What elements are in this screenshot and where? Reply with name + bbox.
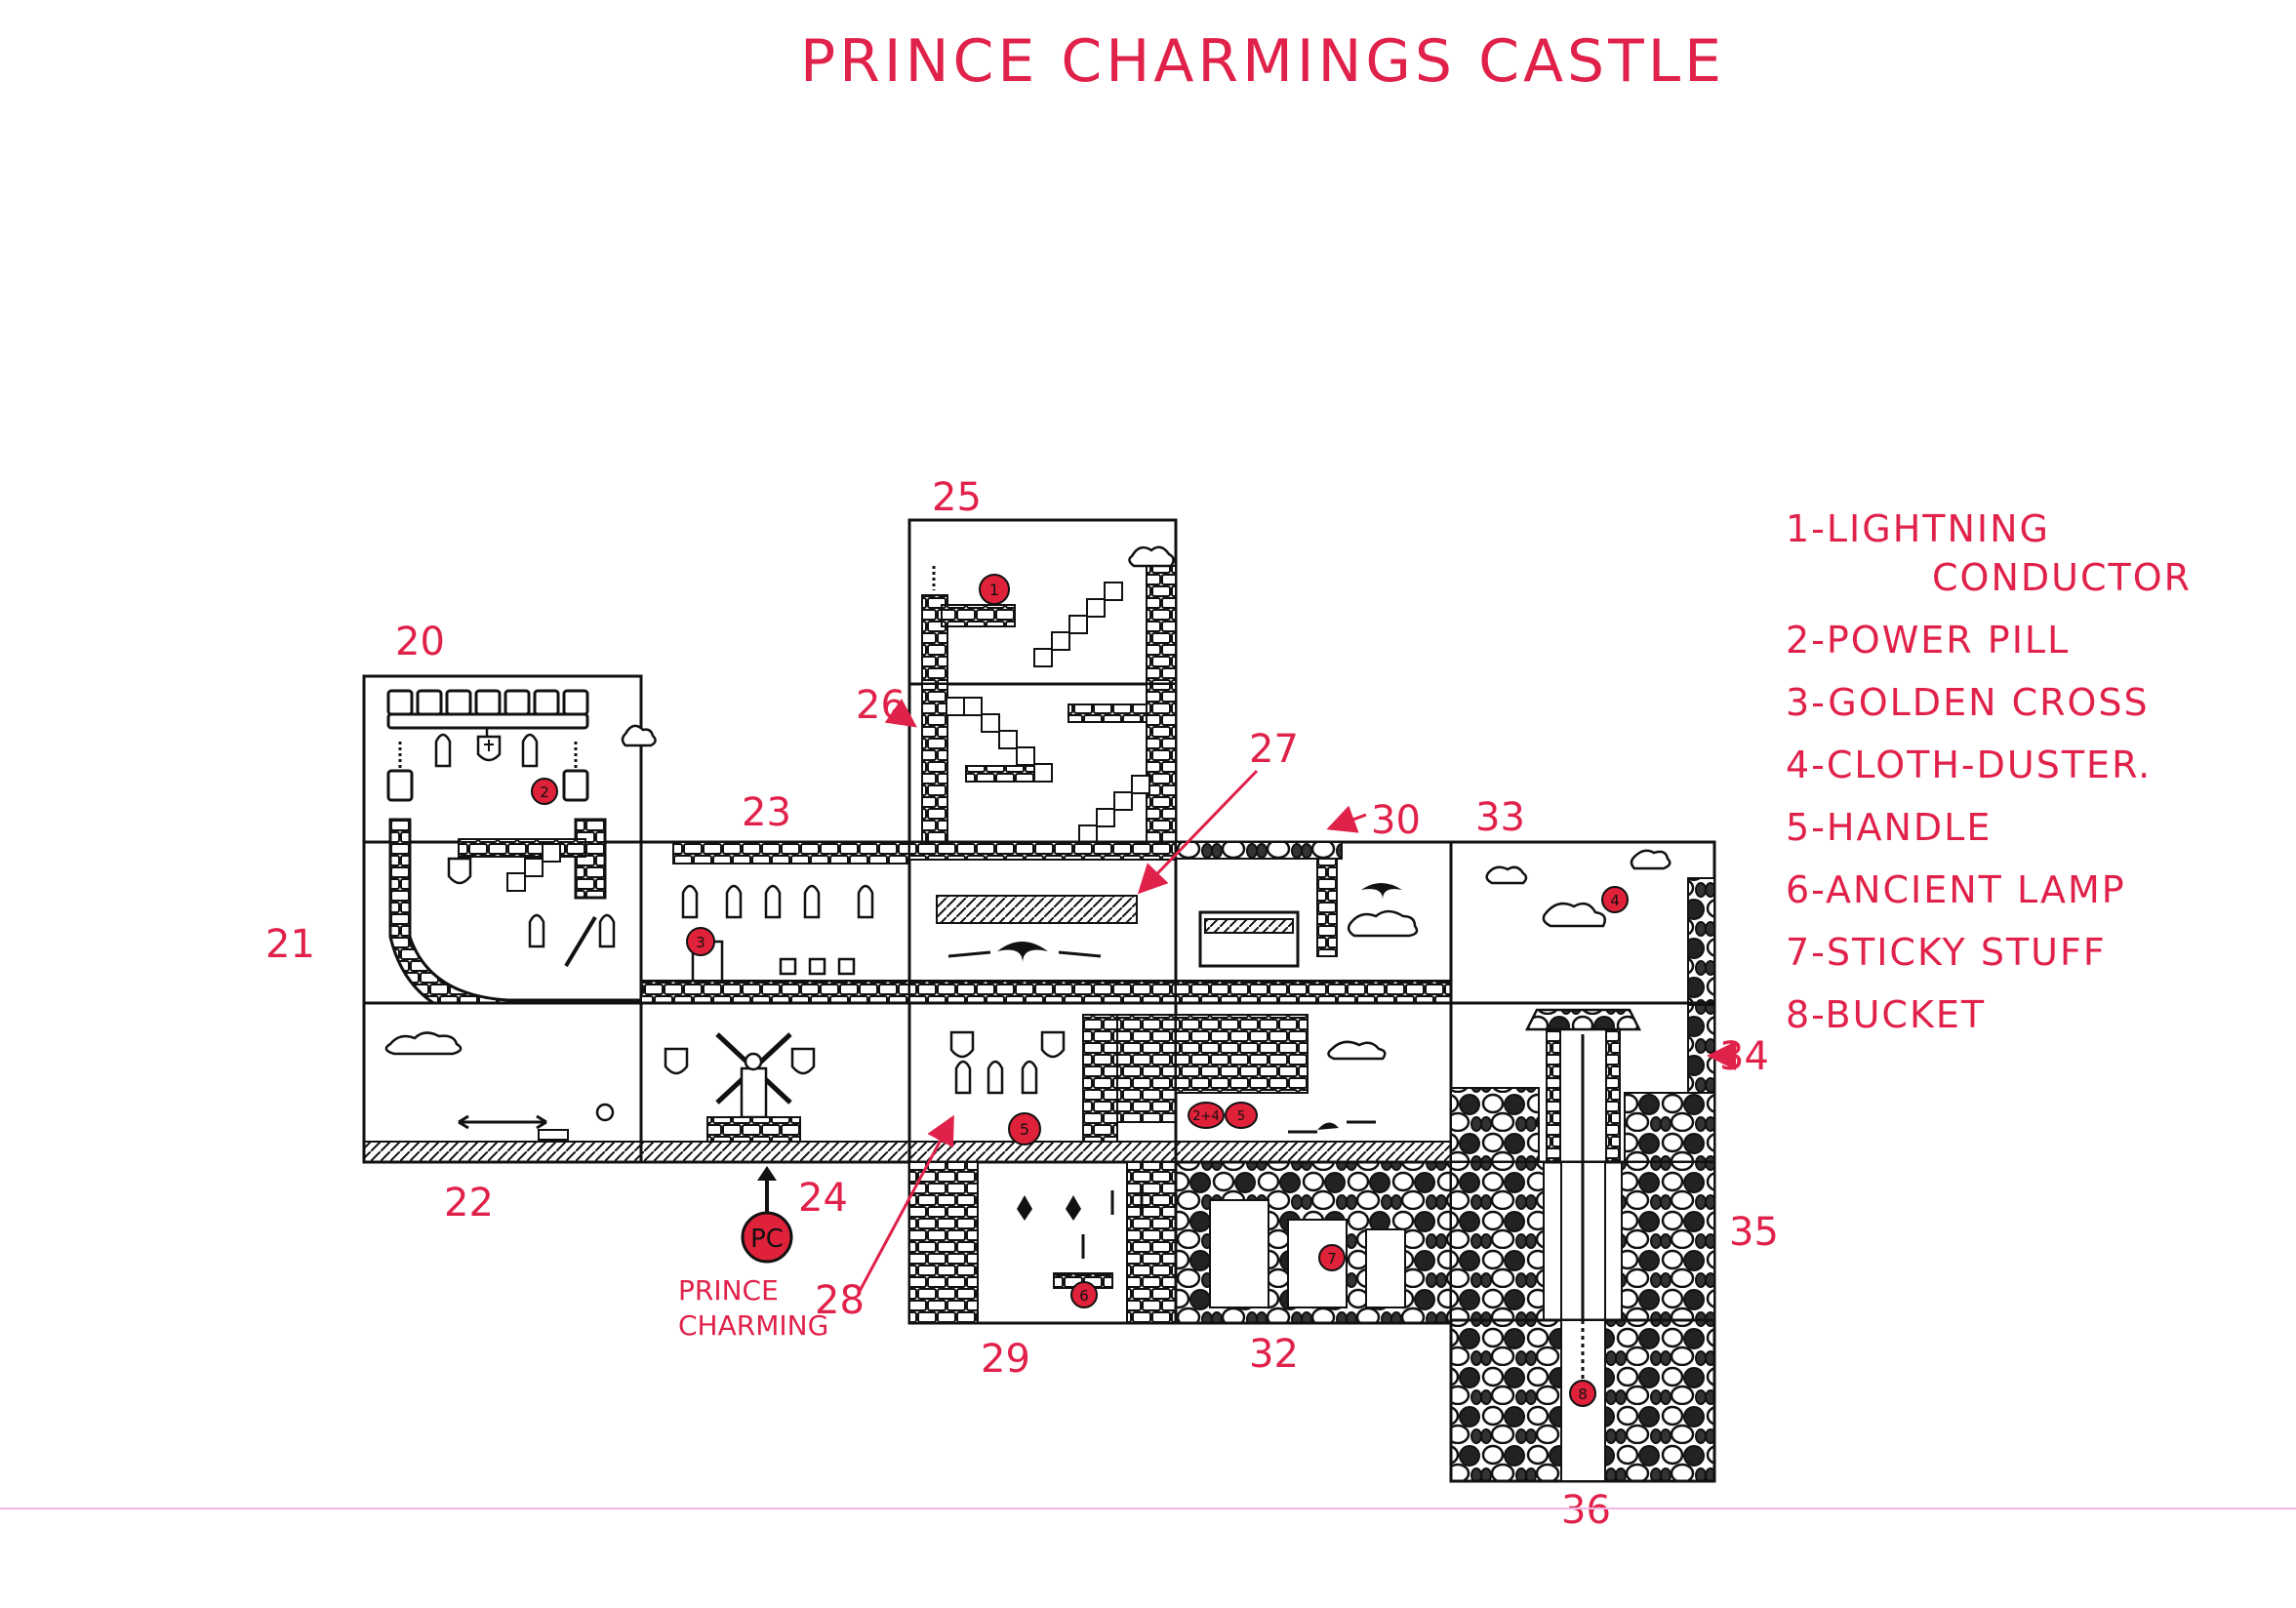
page-margin-line	[0, 1508, 2296, 1509]
room-label-36: 36	[1561, 1488, 1611, 1533]
room-label-32: 32	[1249, 1332, 1299, 1377]
item-marker-2-4: 2+4	[1188, 1102, 1225, 1129]
legend-item-1: 1-LIGHTNING	[1786, 507, 2051, 550]
room-35	[1449, 1160, 1716, 1322]
room-label-29: 29	[981, 1337, 1030, 1382]
map-title: PRINCE CHARMINGS CASTLE	[800, 27, 1726, 96]
start-label-line1: PRINCE	[678, 1274, 779, 1306]
svg-text:5: 5	[1020, 1120, 1029, 1139]
item-marker-5-b: 5	[1225, 1102, 1258, 1129]
room-label-28: 28	[815, 1278, 865, 1323]
item-marker-7: 7	[1318, 1244, 1346, 1271]
room-25	[907, 518, 1178, 686]
svg-text:6: 6	[1079, 1287, 1089, 1305]
svg-text:7: 7	[1327, 1250, 1337, 1267]
svg-text:2: 2	[540, 784, 549, 801]
svg-text:5: 5	[1237, 1109, 1245, 1124]
room-label-27: 27	[1249, 727, 1299, 772]
legend-item-3: 3-GOLDEN CROSS	[1786, 681, 2150, 724]
room-20	[362, 674, 657, 844]
legend-item-6: 6-ANCIENT LAMP	[1786, 868, 2126, 911]
svg-text:8: 8	[1578, 1386, 1588, 1403]
room-28	[907, 1001, 1178, 1164]
room-label-20: 20	[395, 620, 445, 664]
room-22	[362, 1001, 643, 1164]
legend-item-7: 7-STICKY STUFF	[1786, 931, 2107, 974]
room-label-30: 30	[1371, 798, 1421, 843]
room-label-21: 21	[265, 922, 315, 967]
room-label-33: 33	[1475, 795, 1525, 840]
svg-text:PC: PC	[750, 1225, 784, 1254]
legend-item-2: 2-POWER PILL	[1786, 619, 2071, 662]
room-label-24: 24	[798, 1176, 848, 1221]
room-32	[1174, 1160, 1453, 1325]
room-label-25: 25	[932, 475, 982, 520]
room-label-35: 35	[1729, 1210, 1779, 1255]
item-marker-6: 6	[1070, 1281, 1098, 1308]
legend-item-1-cont: CONDUCTOR	[1932, 556, 2193, 599]
svg-text:4: 4	[1610, 892, 1620, 909]
room-31	[1174, 1001, 1453, 1164]
room-label-22: 22	[444, 1181, 494, 1226]
start-label: PRINCE CHARMING	[678, 1273, 828, 1344]
item-marker-2: 2	[531, 778, 558, 805]
item-marker-5: 5	[1008, 1112, 1041, 1146]
room-24	[639, 1001, 911, 1164]
item-marker-3: 3	[686, 927, 715, 956]
room-26	[907, 682, 1178, 844]
room-27	[907, 840, 1178, 1006]
room-33	[1449, 840, 1716, 1005]
item-marker-8: 8	[1569, 1380, 1596, 1407]
room-23	[639, 840, 911, 1006]
start-marker: PC	[741, 1166, 793, 1264]
room-34	[1449, 1001, 1716, 1164]
item-marker-1: 1	[979, 574, 1010, 605]
room-30	[1174, 840, 1453, 1006]
item-markers: 1 2 3 4 5 6 7 8 2+4 5	[531, 574, 1629, 1407]
room-label-23: 23	[742, 790, 791, 835]
legend-item-5: 5-HANDLE	[1786, 806, 1993, 849]
room-29	[907, 1160, 1178, 1325]
annotation-arrows	[857, 698, 1737, 1294]
svg-text:3: 3	[696, 934, 705, 951]
item-legend: 1-LIGHTNING CONDUCTOR 2-POWER PILL 3-GOL…	[1786, 498, 2192, 1046]
svg-text:1: 1	[989, 581, 999, 599]
item-marker-4: 4	[1601, 886, 1629, 913]
legend-item-8: 8-BUCKET	[1786, 993, 1987, 1036]
start-label-line2: CHARMING	[678, 1309, 829, 1342]
svg-text:2+4: 2+4	[1192, 1109, 1219, 1124]
room-21	[362, 818, 643, 1026]
legend-item-4: 4-CLOTH-DUSTER.	[1786, 744, 2153, 786]
